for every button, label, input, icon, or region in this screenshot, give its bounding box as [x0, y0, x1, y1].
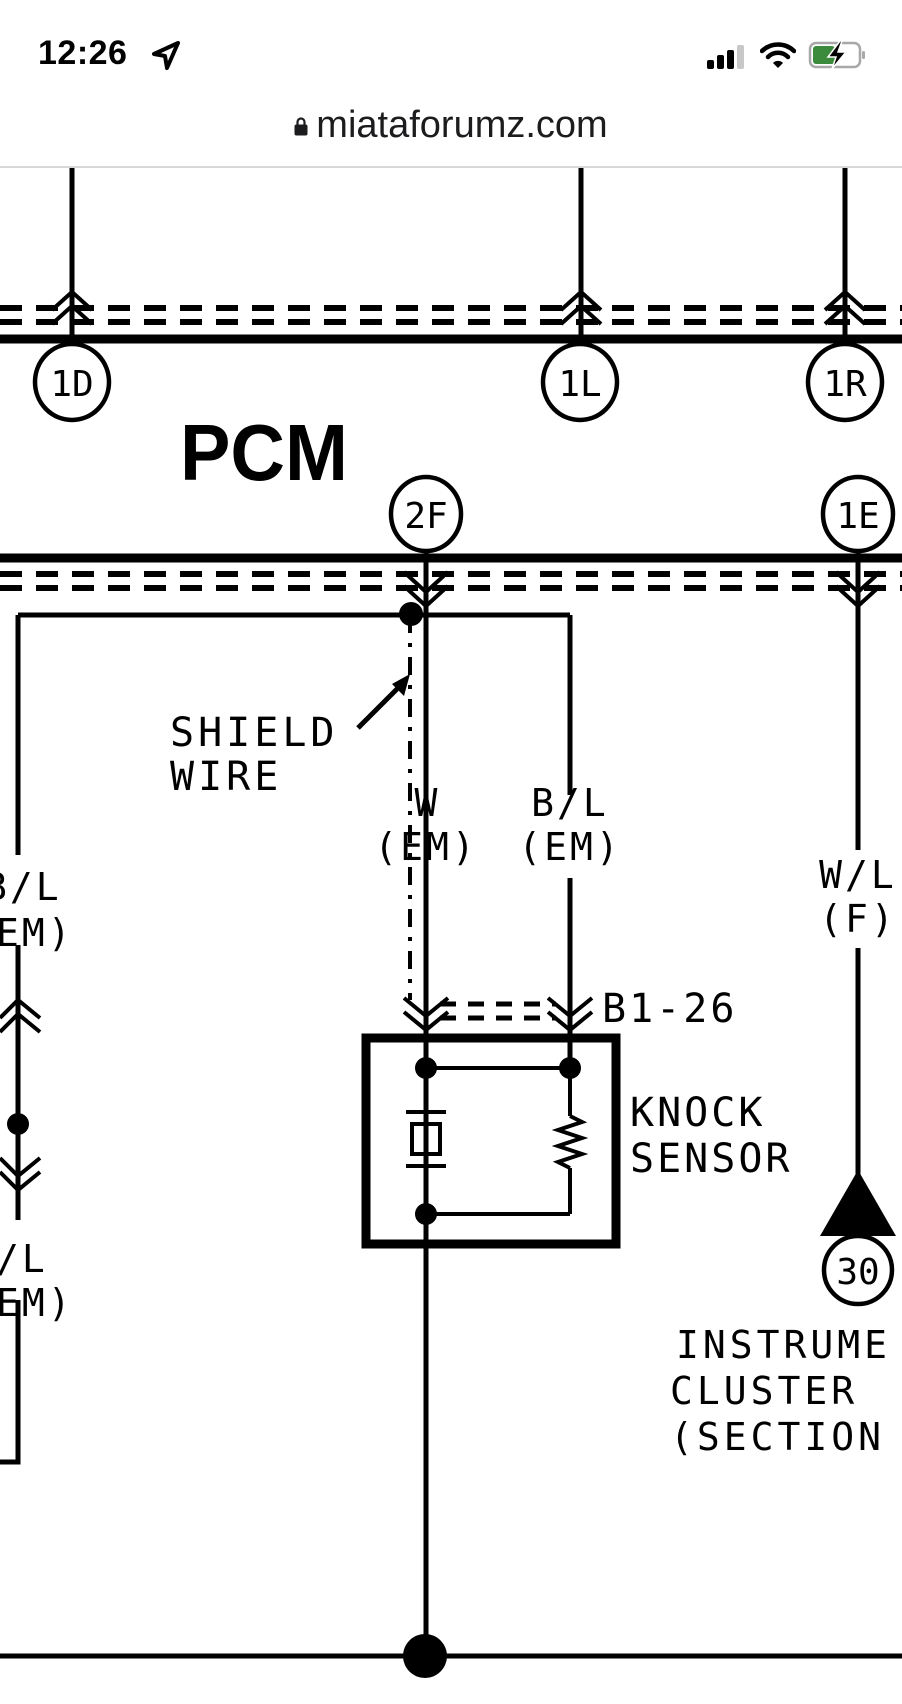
connector-chevron-1D — [50, 289, 94, 326]
wire-left-lower — [0, 1300, 21, 1465]
location-arrow-icon — [152, 41, 180, 70]
terminal-label-2F: 2F — [404, 496, 447, 537]
terminal-label-1E: 1E — [836, 496, 879, 537]
connector-label-B1-26: B1-26 — [602, 986, 737, 1032]
wire-label-left-upper-harness: EM) — [0, 911, 74, 955]
terminal-circle-1D — [32, 341, 112, 423]
knock-sensor-label-2: SENSOR — [630, 1136, 793, 1182]
junction-dot-shield — [399, 602, 423, 626]
wiring-diagram: 1D 1L 1R 2F 1E 30 PCM SHIELD WIRE W (EM)… — [0, 168, 902, 1678]
url-text: miataforumz.com — [316, 104, 608, 146]
terminal-circle-1L — [540, 341, 620, 423]
wire-label-WL-color: W/L — [819, 853, 897, 897]
shield-wire-label-1: SHIELD — [170, 710, 339, 756]
shield-arrow-line — [356, 682, 404, 730]
terminal-circle-30 — [821, 1233, 895, 1307]
wire-label-left-upper-color: B/L — [0, 865, 62, 909]
shield-arrow-head — [392, 674, 410, 696]
junction-dot-sensor-tl — [415, 1057, 437, 1079]
wire-label-W-color: W — [415, 781, 438, 825]
connector-chevron-B1-26-W — [402, 996, 450, 1033]
wire-label-BL-color: B/L — [531, 781, 609, 825]
cellular-signal-icon — [707, 45, 744, 69]
connector-chevron-B1-26-BL — [546, 996, 594, 1033]
status-bar: 12:26 — [0, 0, 902, 100]
wire-label-WL-harness: (F) — [819, 897, 897, 941]
connector-chevron-1L — [559, 289, 603, 326]
shield-wire-label-2: WIRE — [170, 754, 282, 800]
knock-sensor-box — [361, 1033, 621, 1249]
wifi-icon — [760, 42, 796, 68]
browser-divider — [0, 166, 902, 168]
terminal-label-30: 30 — [836, 1252, 879, 1293]
piezo-crystal-icon — [410, 1122, 442, 1156]
instrument-cluster-label-3: (SECTION — [670, 1415, 885, 1459]
junction-dot-left — [7, 1113, 29, 1135]
instrument-cluster-label-1: INSTRUME — [676, 1323, 891, 1367]
connector-chevron-left-upper — [0, 997, 42, 1034]
wire-label-left-lower-harness: EM) — [0, 1281, 74, 1325]
wire-label-BL-harness: (EM) — [518, 825, 622, 869]
status-time: 12:26 — [38, 34, 128, 72]
ground-triangle — [820, 1170, 896, 1236]
wire-label-W-harness: (EM) — [374, 825, 478, 869]
knock-sensor-label-1: KNOCK — [630, 1090, 765, 1136]
resistor-icon — [551, 1114, 589, 1170]
terminal-circle-1R — [805, 341, 885, 423]
junction-dot-sensor-bl — [415, 1203, 437, 1225]
terminal-label-1L: 1L — [558, 364, 601, 405]
wire-label-left-lower-color: /L — [0, 1237, 48, 1281]
junction-dot-sensor-tr — [559, 1057, 581, 1079]
terminal-label-1R: 1R — [823, 364, 867, 405]
lock-icon — [294, 116, 308, 135]
module-label-pcm: PCM — [180, 408, 348, 497]
address-bar[interactable]: miataforumz.com — [0, 100, 902, 166]
connector-chevron-1R — [823, 289, 867, 326]
connector-chevron-left-lower — [0, 1156, 42, 1193]
battery-charging-icon — [808, 40, 865, 70]
terminal-label-1D: 1D — [50, 364, 93, 405]
instrument-cluster-label-2: CLUSTER — [670, 1369, 858, 1413]
